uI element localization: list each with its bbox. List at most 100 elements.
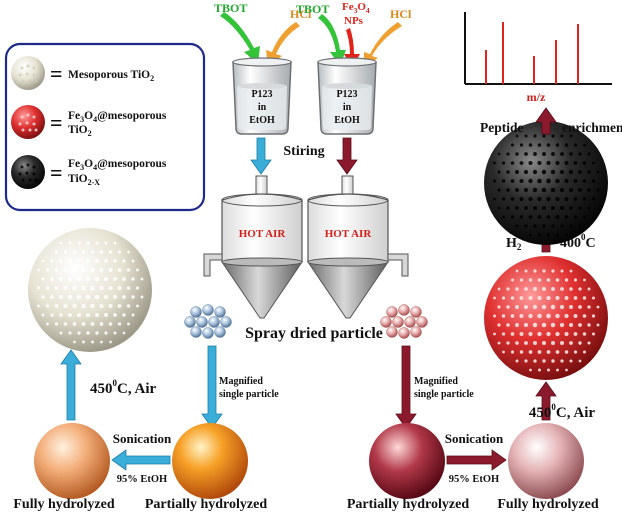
pore-dot — [95, 331, 99, 335]
pore-dot — [104, 259, 108, 263]
pore-dot — [94, 312, 100, 318]
pore-dot — [122, 277, 126, 281]
pore-dot — [131, 313, 135, 317]
pore-dot — [515, 188, 519, 192]
pore-dot — [573, 197, 578, 201]
pore-dot — [528, 331, 533, 337]
pore-dot — [72, 285, 77, 291]
pore-dot — [59, 313, 63, 317]
pore-dot — [77, 241, 81, 245]
pore-dot — [587, 323, 591, 327]
hcl-arrow-icon — [266, 22, 300, 66]
pore-dot — [497, 287, 501, 291]
pore-dot — [510, 197, 515, 201]
pore-dot — [533, 224, 537, 228]
pore-dot — [493, 296, 496, 300]
maroon-down-arrow-icon — [336, 137, 358, 175]
legend-equals-3: = — [50, 160, 63, 185]
legend-equals-2: = — [50, 110, 63, 135]
pore-dot — [506, 206, 510, 210]
pore-dot — [560, 224, 564, 228]
spray-dryer-left-icon: HOT AIR — [203, 175, 303, 319]
legend-box: = = = Mesoporous TiO2 Fe3O4@mesoporous T… — [4, 42, 206, 212]
pore-dot — [117, 304, 122, 308]
pore-dot — [532, 304, 538, 310]
pore-dot — [573, 179, 578, 183]
pore-dot — [560, 134, 564, 138]
pore-dot — [578, 323, 582, 327]
pore-dot — [103, 294, 109, 300]
pore-dot — [112, 276, 118, 282]
pore-dot — [528, 160, 533, 166]
pore-dot — [538, 233, 541, 237]
pore-dot — [582, 332, 587, 336]
pore-dot — [596, 188, 600, 192]
pore-dot — [140, 277, 144, 281]
pore-dot — [113, 331, 117, 335]
pore-dot — [533, 269, 537, 273]
pore-dot — [497, 323, 501, 327]
pore-dot — [524, 359, 528, 363]
pore-dot — [117, 268, 122, 272]
pore-dot — [90, 303, 95, 309]
enrichment-arrow-icon — [535, 107, 557, 135]
pore-dot — [497, 206, 501, 210]
pore-dot — [515, 170, 519, 174]
pore-dot — [550, 205, 556, 211]
pore-dot — [72, 250, 77, 254]
pore-dot — [541, 169, 547, 175]
pore-dot — [542, 287, 546, 291]
pore-dot — [568, 304, 574, 310]
pore-dot — [555, 295, 560, 301]
pore-dot — [564, 313, 569, 319]
pore-dot — [63, 304, 68, 308]
pore-dot — [542, 152, 546, 156]
pore-dot — [493, 161, 496, 165]
pore-dot — [122, 295, 126, 299]
pore-dot — [582, 179, 587, 183]
pore-dot — [519, 143, 524, 147]
pore-dot — [502, 215, 505, 219]
pore-dot — [565, 233, 568, 237]
pore-dot — [506, 341, 510, 345]
magnified-right-line2: single particle — [414, 389, 474, 400]
pore-dot — [559, 187, 565, 193]
pore-dot — [551, 269, 555, 273]
pore-dot — [528, 196, 533, 202]
pore-dot — [493, 197, 496, 201]
magnify-left-arrow-icon — [201, 345, 223, 429]
pore-dot — [528, 278, 533, 282]
pore-dot — [551, 224, 555, 228]
hot-air-right-label: HOT AIR — [325, 228, 373, 240]
pore-dot — [37, 304, 40, 308]
pore-dot — [37, 268, 40, 272]
pore-dot — [501, 296, 506, 300]
pore-dot — [596, 323, 600, 327]
pore-dot — [50, 295, 54, 299]
pore-dot — [546, 331, 551, 337]
pore-dot — [59, 241, 63, 245]
sonication-left-arrow-icon — [111, 449, 171, 471]
legend-mesoporous-label: Mesoporous TiO2 — [68, 69, 154, 83]
pore-dot — [578, 341, 582, 345]
mass-spectrum-icon: m/z — [464, 12, 612, 104]
pore-dot — [591, 314, 596, 318]
pore-dot — [568, 322, 574, 328]
pore-dot — [493, 179, 496, 183]
pore-dot — [532, 322, 538, 328]
pore-dot — [546, 196, 551, 202]
pore-dot — [506, 152, 510, 156]
pore-dot — [583, 215, 586, 219]
pore-dot — [542, 224, 546, 228]
hcl-left-label: HCl — [290, 7, 312, 21]
pore-dot — [524, 134, 528, 138]
pore-dot — [94, 276, 100, 282]
pore-dot — [564, 278, 569, 282]
pore-dot — [519, 296, 524, 300]
pore-dot — [41, 277, 45, 281]
pore-dot — [591, 179, 596, 183]
pore-dot — [542, 269, 546, 273]
pore-dot — [591, 197, 596, 201]
beaker-to-dryer-arrows — [250, 137, 358, 175]
pore-dot — [54, 286, 59, 290]
